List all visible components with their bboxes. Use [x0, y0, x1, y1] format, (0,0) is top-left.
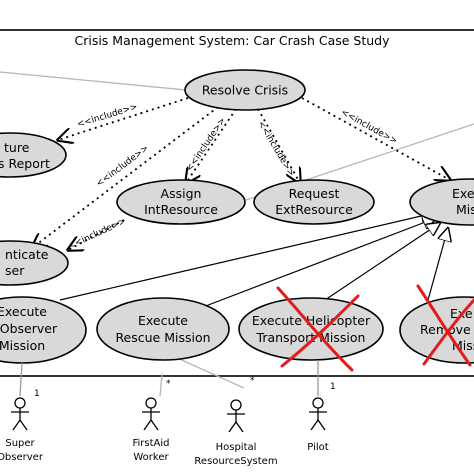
- diagram-title: Crisis Management System: Car Crash Case…: [74, 33, 390, 48]
- svg-text:Request: Request: [289, 186, 340, 201]
- include-label: <<include>>: [339, 108, 399, 147]
- svg-text:s Report: s Report: [0, 156, 50, 171]
- cross-out-remove: [416, 284, 474, 367]
- include-label: <<include>>: [67, 216, 128, 252]
- actor-name: Worker: [133, 452, 169, 463]
- use-case-execute-helicopter-transport-mission[interactable]: Execute Helicopter Transport Mission: [238, 297, 384, 361]
- svg-text:Resolve Crisis: Resolve Crisis: [202, 83, 288, 98]
- include-arrow: [257, 108, 300, 183]
- use-case-execute-rescue-mission[interactable]: Execute Rescue Mission: [96, 297, 230, 361]
- generalization-arrow: [427, 228, 448, 301]
- use-case-resolve-crisis[interactable]: Resolve Crisis: [184, 69, 306, 111]
- cross-out-helicopter: [276, 286, 360, 372]
- generalization-arrow: [59, 213, 434, 301]
- svg-text:Exe: Exe: [452, 186, 474, 201]
- multiplicity: 1: [330, 382, 336, 392]
- use-case-assign-int-resource[interactable]: Assign IntResource: [116, 179, 246, 225]
- multiplicity: 1: [34, 389, 40, 399]
- actor-figure-icon: [142, 397, 160, 431]
- actor-figure-icon: [11, 397, 29, 431]
- svg-text:ture: ture: [4, 140, 30, 155]
- actor-hospital-resource-system[interactable]: * Hospital ResourceSystem: [194, 376, 277, 467]
- include-arrow: [32, 106, 219, 248]
- svg-text:Execute Helicopter: Execute Helicopter: [252, 313, 371, 328]
- multiplicity: *: [166, 379, 171, 389]
- actor-name: Super: [5, 438, 35, 449]
- actor-pilot[interactable]: 1 Pilot: [307, 382, 335, 453]
- svg-text:Assign: Assign: [161, 186, 202, 201]
- system-boundary: [0, 29, 474, 377]
- actor-firstaid-worker[interactable]: * FirstAid Worker: [132, 379, 171, 463]
- use-case-execute-mission[interactable]: Exe Missi: [409, 178, 474, 226]
- use-case-capture-report[interactable]: ture s Report: [0, 132, 67, 178]
- svg-text:ser: ser: [5, 263, 25, 278]
- include-label: <<include>>: [95, 144, 151, 190]
- svg-text:Transport Mission: Transport Mission: [256, 330, 366, 345]
- association-line: [174, 356, 245, 389]
- svg-text:Rescue Mission: Rescue Mission: [115, 330, 210, 345]
- svg-text:Missi: Missi: [456, 202, 474, 217]
- multiplicity: *: [250, 376, 255, 386]
- actor-super-observer[interactable]: 1 Super Observer: [0, 389, 44, 463]
- svg-text:nticate: nticate: [5, 247, 49, 262]
- actor-name: Pilot: [307, 442, 328, 453]
- association-line: [0, 71, 187, 91]
- generalization-arrow: [309, 223, 440, 311]
- svg-text:IntResource: IntResource: [144, 202, 218, 217]
- association-line: [159, 373, 163, 397]
- actor-name: Observer: [0, 452, 44, 463]
- svg-text:Execute: Execute: [138, 313, 188, 328]
- actor-name: ResourceSystem: [194, 456, 277, 467]
- use-case-authenticate-user[interactable]: nticate ser: [0, 240, 69, 286]
- actor-name: Hospital: [216, 442, 257, 453]
- include-label: <<include>>: [185, 116, 228, 174]
- actor-name: FirstAid: [132, 438, 169, 449]
- svg-text:Execute: Execute: [0, 304, 47, 319]
- generalization-arrow: [189, 218, 436, 313]
- include-arrow: [68, 219, 125, 250]
- svg-text:Mission: Mission: [0, 338, 45, 353]
- svg-text:ExtResource: ExtResource: [275, 202, 353, 217]
- association-line: [19, 362, 23, 397]
- actor-figure-icon: [309, 397, 327, 431]
- include-label: <<include>>: [255, 119, 296, 178]
- actor-figure-icon: [227, 399, 245, 433]
- use-case-request-ext-resource[interactable]: Request ExtResource: [253, 179, 375, 225]
- include-arrow: [301, 97, 450, 180]
